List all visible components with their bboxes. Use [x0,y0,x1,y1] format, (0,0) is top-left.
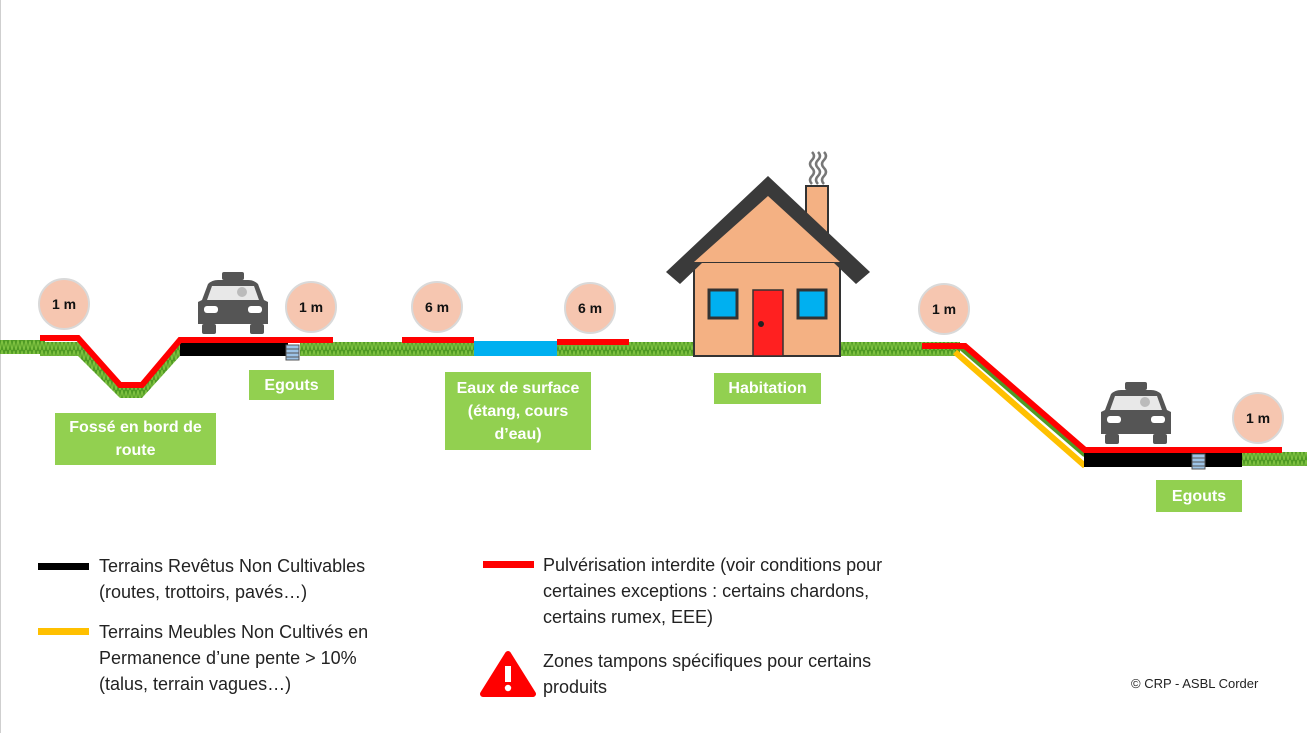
distance-badge-road: 1 m [285,281,337,333]
spray-line-water-left [402,337,474,343]
legend-text-slope: Terrains Meubles Non Cultivés en Permane… [99,622,369,694]
label-ditch: Fossé en bord de route [55,413,216,465]
credit: © CRP - ASBL Corder [1131,676,1259,691]
car-icon [1101,382,1171,444]
label-sewer-right: Egouts [1156,480,1242,512]
legend-swatch-spray [483,561,534,568]
spray-line-ditch [40,335,333,388]
label-surface-water: Eaux de surface (étang, cours d’eau) [445,372,591,450]
house-icon [666,151,870,357]
paved-road-right [1084,453,1242,467]
car-icon [198,272,268,334]
spray-line-slope [922,343,1282,453]
legend-text-buffer: Zones tampons spécifiques pour certains … [543,651,872,697]
smoke-icon [808,151,828,185]
label-house: Habitation [714,373,821,404]
sewer-grate-icon [285,344,300,361]
distance-badge-ditch: 1 m [38,278,90,330]
surface-water [474,341,557,356]
sewer-grate-icon [1191,453,1206,470]
distance-badge-water-right: 6 m [564,282,616,334]
distance-badge-water-left: 6 m [411,281,463,333]
distance-badge-road-far: 1 m [1232,392,1284,444]
spray-line-water-right [557,339,629,345]
legend-swatch-paved [38,563,89,570]
label-sewer-left: Egouts [249,370,334,400]
paved-road-left [180,342,288,356]
distance-badge-slope: 1 m [918,283,970,335]
legend-text-spray: Pulvérisation interdite (voir conditions… [543,555,883,627]
warning-triangle-icon [480,651,536,697]
slope-grass [958,345,1087,457]
legend-swatch-slope [38,628,89,635]
slope-yellow-line [953,349,1087,469]
legend-text-paved: Terrains Revêtus Non Cultivables (routes… [99,556,366,602]
left-border [0,0,1,733]
